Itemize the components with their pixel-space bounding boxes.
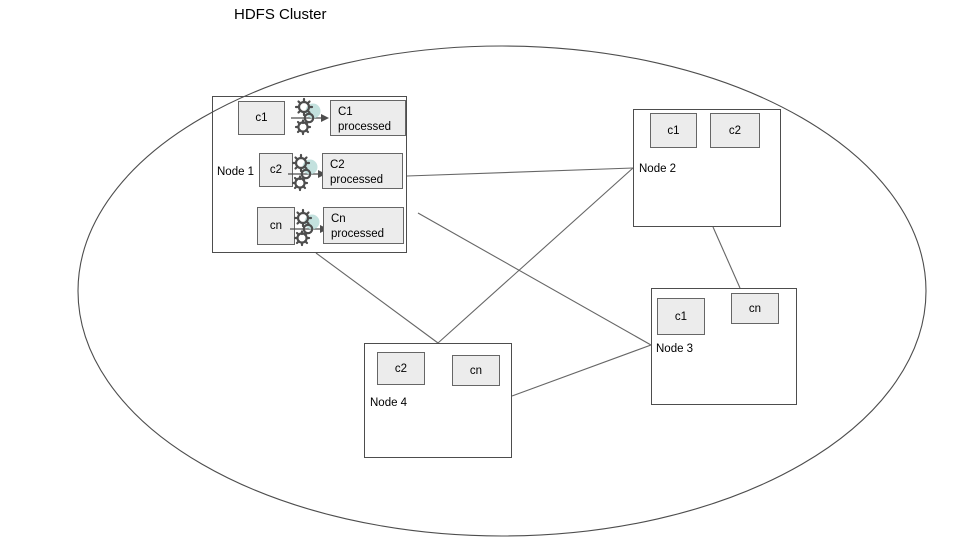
node-1[interactable]	[212, 96, 407, 253]
node-3-chunk-cn[interactable]: cn	[731, 293, 779, 324]
node-1-input-c2[interactable]: c2	[259, 153, 293, 187]
output-status: processed	[338, 120, 392, 133]
node-3-label: Node 3	[656, 343, 694, 355]
node-1-input-cn[interactable]: cn	[257, 207, 295, 245]
output-status: processed	[331, 227, 385, 240]
node-2-label: Node 2	[639, 163, 677, 175]
link-node4-node3	[511, 344, 652, 397]
node-1-input-c1[interactable]: c1	[238, 101, 285, 135]
node-1-output-c1[interactable]: C1 processed	[330, 100, 406, 136]
node-3-chunk-c1[interactable]: c1	[657, 298, 705, 335]
node-2-chunk-c2[interactable]: c2	[710, 113, 760, 148]
node-4-chunk-cn[interactable]: cn	[452, 355, 500, 386]
node-1-output-c2[interactable]: C2 processed	[322, 153, 403, 189]
link-node1-node4	[315, 252, 439, 344]
link-node1-node3	[417, 212, 652, 346]
gears-icon	[290, 208, 328, 248]
node-1-label: Node 1	[217, 166, 255, 178]
link-node2-node4	[437, 167, 634, 344]
link-node2-node3	[712, 226, 741, 289]
node-4-label: Node 4	[370, 397, 408, 409]
node-2-chunk-c1[interactable]: c1	[650, 113, 697, 148]
output-title: Cn	[331, 213, 346, 225]
node-1-output-cn[interactable]: Cn processed	[323, 207, 404, 244]
gears-icon	[291, 97, 329, 137]
node-2[interactable]	[633, 109, 781, 227]
node-link-layer	[315, 167, 741, 397]
output-status: processed	[330, 173, 384, 186]
output-title: C1	[338, 106, 353, 118]
link-node1-node2	[406, 167, 634, 177]
output-title: C2	[330, 159, 345, 171]
gears-icon	[288, 153, 326, 193]
node-4-chunk-c2[interactable]: c2	[377, 352, 425, 385]
node-4[interactable]	[364, 343, 512, 458]
diagram-title: HDFS Cluster	[234, 6, 327, 23]
node-3[interactable]	[651, 288, 797, 405]
hdfs-cluster-boundary	[77, 45, 927, 537]
